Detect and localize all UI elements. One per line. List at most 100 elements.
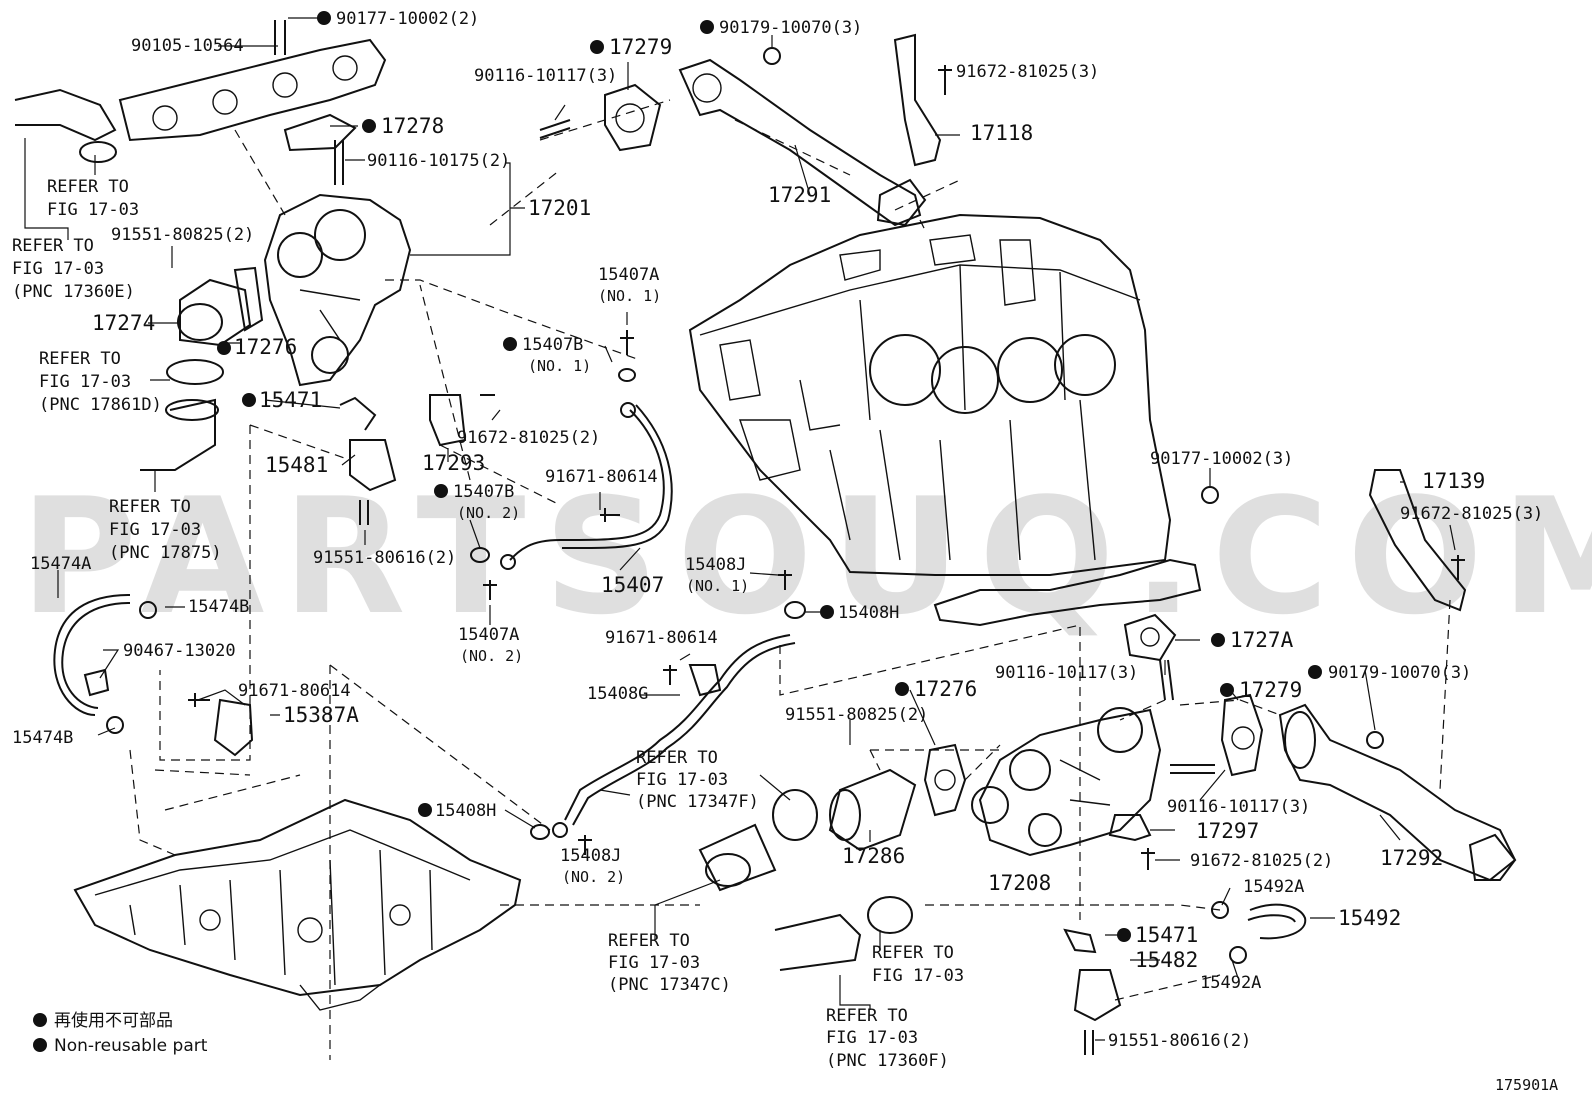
label-15408H-bottom: 15408H <box>435 801 496 821</box>
bracket-17139 <box>1368 469 1467 612</box>
hose-15492 <box>1211 901 1307 964</box>
label-91671-80614-left: 91671-80614 <box>238 681 351 701</box>
nut-90179-right <box>1366 731 1384 749</box>
label-refer-347f-3: (PNC 17347F) <box>636 792 759 812</box>
label-90179-10070-right: 90179-10070(3) <box>1328 663 1471 683</box>
label-90116-10117-mid: 90116-10117(3) <box>995 663 1138 683</box>
label-15474A: 15474A <box>30 554 91 574</box>
label-15492A-top: 15492A <box>1243 877 1304 897</box>
label-refer-360f-1: REFER TO <box>826 1006 908 1026</box>
nut-90179-top <box>763 47 781 65</box>
label-17276-bottom: 17276 <box>914 677 977 701</box>
label-refer-360e-2: FIG 17-03 <box>12 259 104 279</box>
label-refer-360e-1: REFER TO <box>12 236 94 256</box>
label-15492A-bottom: 15492A <box>1200 973 1261 993</box>
label-15408J-bottom-sub: (NO. 2) <box>562 868 625 886</box>
leader-lines <box>24 17 1456 1041</box>
gasket-17279-top <box>604 83 662 152</box>
label-15408J-top-sub: (NO. 1) <box>686 577 749 595</box>
label-91672-81025-top: 91672-81025(3) <box>956 62 1099 82</box>
label-15474B-top: 15474B <box>188 597 249 617</box>
label-90116-10117-top: 90116-10117(3) <box>474 66 617 86</box>
pipe-ref-17360F <box>774 896 913 971</box>
label-15407A-top-sub: (NO. 1) <box>598 287 661 305</box>
label-refer-347f-2: FIG 17-03 <box>636 770 728 790</box>
label-15407B-top: 15407B <box>522 335 583 355</box>
label-refer-a-1: REFER TO <box>47 177 129 197</box>
label-17276-top: 17276 <box>234 335 297 359</box>
turbocharger-left <box>263 193 412 387</box>
part-labels: 90177-10002(2) 90105-10564 17278 90116-1… <box>12 9 1543 1071</box>
label-refer-875-1: REFER TO <box>109 497 191 517</box>
label-15407A-top: 15407A <box>598 265 659 285</box>
clamp-and-hose-left <box>140 359 224 471</box>
label-17118: 17118 <box>970 121 1033 145</box>
label-refer-347c-2: FIG 17-03 <box>608 953 700 973</box>
label-90467-13020: 90467-13020 <box>123 641 236 661</box>
label-91551-80616-bottom: 91551-80616(2) <box>1108 1031 1251 1051</box>
label-15407A-bottom-sub: (NO. 2) <box>460 647 523 665</box>
label-15407A-bottom: 15407A <box>458 625 519 645</box>
label-17139: 17139 <box>1422 469 1485 493</box>
label-15408H-top: 15408H <box>838 603 899 623</box>
exhaust-pipe-left <box>14 88 117 163</box>
figure-number: 175901A <box>1495 1076 1558 1094</box>
label-refer-360e-3: (PNC 17360E) <box>12 282 135 302</box>
engine-block <box>688 213 1202 627</box>
label-1727A: 1727A <box>1230 628 1294 652</box>
label-91672-81025-bottom: 91672-81025(2) <box>1190 851 1333 871</box>
label-90177-10002-2: 90177-10002(2) <box>336 9 479 29</box>
stud-90116-top <box>539 119 571 139</box>
banjo-bolts-15407 <box>470 330 636 600</box>
bracket-17297 <box>1108 814 1155 870</box>
oil-return-pipe-15481 <box>339 396 397 525</box>
elbow-17286 <box>828 768 917 852</box>
label-90177-10002-3: 90177-10002(3) <box>1150 449 1293 469</box>
label-refer-347f-1: REFER TO <box>636 748 718 768</box>
label-17201: 17201 <box>528 196 591 220</box>
exhaust-manifold-gasket <box>118 38 387 142</box>
label-17291: 17291 <box>768 183 831 207</box>
stud-bolts-top <box>274 20 344 185</box>
label-91551-80825-top: 91551-80825(2) <box>111 225 254 245</box>
label-91551-80616-top: 91551-80616(2) <box>313 548 456 568</box>
label-91672-81025-right: 91672-81025(3) <box>1400 504 1543 524</box>
legend-jp: 再使用不可部品 <box>54 1010 173 1031</box>
label-refer-861d-3: (PNC 17861D) <box>39 395 162 415</box>
label-15492: 15492 <box>1338 906 1401 930</box>
label-15408G: 15408G <box>587 684 648 704</box>
label-17274: 17274 <box>92 311 155 335</box>
gasket-1727A <box>1123 613 1177 662</box>
stud-90116-mid <box>1159 659 1174 701</box>
non-reusable-markers <box>33 11 1322 1052</box>
label-90116-10117-bottom: 90116-10117(3) <box>1167 797 1310 817</box>
label-15474B-bottom: 15474B <box>12 728 73 748</box>
label-91551-80825-bottom: 91551-80825(2) <box>785 705 928 725</box>
label-17279-bottom: 17279 <box>1239 678 1302 702</box>
gasket-17279-bottom <box>1220 693 1264 777</box>
bracket-90467 <box>83 668 110 697</box>
label-15407B-mid: 15407B <box>453 482 514 502</box>
label-90179-10070-top: 90179-10070(3) <box>719 18 862 38</box>
label-15482: 15482 <box>1135 948 1198 972</box>
gasket-17276-left <box>233 266 264 332</box>
label-refer-b-1: REFER TO <box>872 943 954 963</box>
oil-return-pipe-15482 <box>1063 928 1122 1055</box>
label-90105-10564: 90105-10564 <box>131 36 244 56</box>
label-91672-81025-mid: 91672-81025(2) <box>457 428 600 448</box>
gasket-17278 <box>283 113 357 152</box>
label-17208: 17208 <box>988 871 1051 895</box>
hose-15474A <box>53 594 157 734</box>
watermark: PARTSOUQ.COM <box>20 463 1592 650</box>
label-refer-347c-1: REFER TO <box>608 931 690 951</box>
label-91671-80614-mid: 91671-80614 <box>545 467 658 487</box>
label-90116-10175: 90116-10175(2) <box>367 151 510 171</box>
label-15481: 15481 <box>265 453 328 477</box>
label-refer-861d-2: FIG 17-03 <box>39 372 131 392</box>
label-refer-875-3: (PNC 17875) <box>109 543 222 563</box>
legend: 再使用不可部品 Non-reusable part <box>54 1010 208 1056</box>
legend-en: Non-reusable part <box>54 1036 208 1056</box>
cover-15387A <box>188 693 254 757</box>
